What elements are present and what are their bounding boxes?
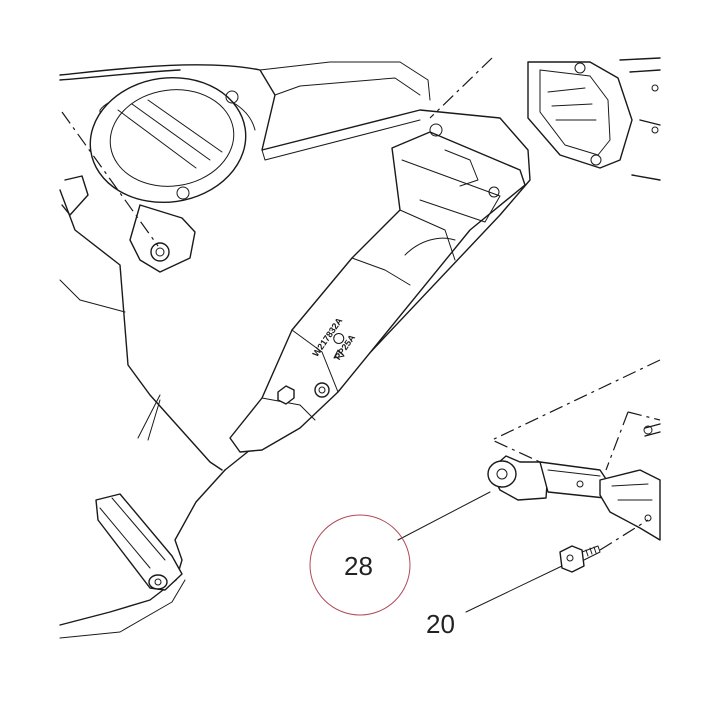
callout-20[interactable]: 20 <box>426 609 455 639</box>
mounting-plate <box>599 423 661 541</box>
callout-label-28: 28 <box>344 551 373 581</box>
part-28-bracket <box>487 455 613 501</box>
assembly-center-lines <box>61 57 661 551</box>
part-20-screw <box>559 545 601 573</box>
callout-label-20: 20 <box>426 609 455 639</box>
motor-housing <box>59 61 531 471</box>
upper-right-component <box>527 57 661 181</box>
leader-lines <box>397 491 563 613</box>
flap-handle <box>59 469 226 639</box>
recycle-triangle-icon <box>333 349 345 359</box>
callout-28[interactable]: 28 <box>309 514 411 616</box>
hex-nut-icon <box>277 385 295 405</box>
highlight-circle <box>309 514 411 616</box>
dust-chute-arm: W217832A PP25A <box>229 123 526 453</box>
